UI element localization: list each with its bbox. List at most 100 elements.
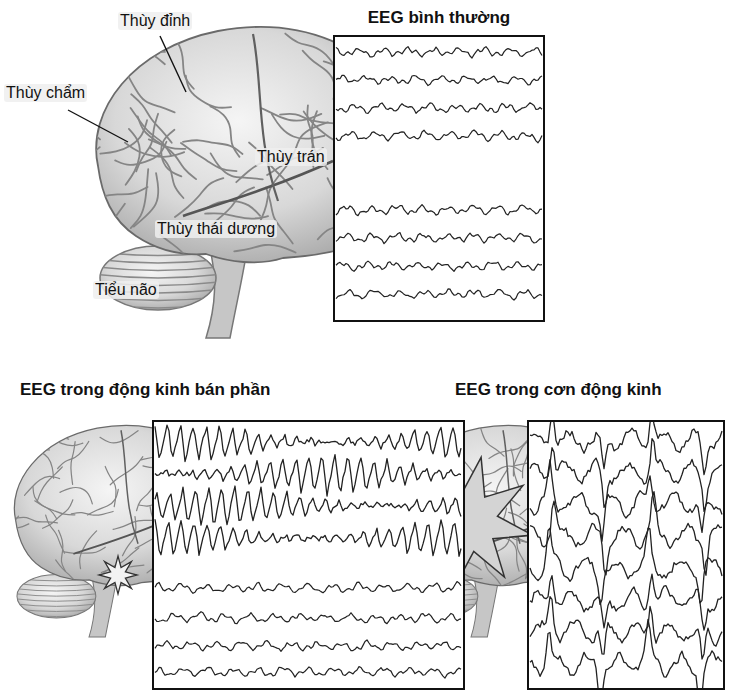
eeg-trace [155, 455, 461, 496]
cerebellum-fold [16, 584, 98, 586]
panel-heading: EEG trong động kinh bán phần [20, 380, 270, 400]
eeg-trace [336, 233, 542, 244]
gyrus-line [483, 466, 522, 475]
eeg-trace [155, 612, 461, 624]
gyrus-line [87, 187, 147, 203]
gyrus-line [16, 517, 57, 522]
gyrus-line [58, 441, 89, 468]
gyrus-line [71, 511, 113, 515]
gyrus-line [107, 39, 164, 65]
eeg-trace [336, 130, 542, 143]
gyrus-line [56, 560, 86, 591]
eeg-trace [530, 619, 722, 688]
eeg-trace [530, 597, 722, 659]
lobe-label: Thùy trán [255, 148, 327, 166]
cerebellum-fold [16, 614, 98, 616]
gyrus-line [0, 511, 29, 528]
gyrus-line [96, 185, 121, 237]
gyrus-line [285, 34, 335, 68]
cerebellum-fold [16, 589, 98, 591]
eeg-box [527, 420, 725, 690]
gyrus-line [261, 165, 288, 221]
leader-line [68, 110, 128, 142]
eeg-trace [336, 103, 542, 114]
gyrus-line [46, 515, 65, 553]
cerebellum-fold [16, 604, 98, 606]
cerebellum-fold [16, 594, 98, 596]
gyrus-line [30, 448, 54, 478]
gyrus-line [204, 201, 260, 216]
lobe-label: Thùy thái dương [155, 220, 277, 238]
gyrus-line [16, 450, 49, 471]
eeg-trace [155, 582, 461, 594]
gyrus-line [115, 142, 166, 165]
panel-heading: EEG bình thường [368, 8, 510, 28]
eeg-trace [530, 439, 722, 512]
seizure-focus-star [99, 556, 137, 594]
eeg-box [152, 420, 465, 690]
gyrus-line [46, 147, 100, 169]
lateral-fissure [183, 161, 333, 216]
gyrus-line [100, 431, 138, 443]
lobe-label: Tiểu não [93, 281, 159, 299]
eeg-trace [155, 640, 461, 651]
gyrus-line [37, 467, 62, 501]
eeg-trace [336, 261, 542, 271]
gyrus-line [150, 148, 183, 198]
cerebellum-fold [16, 609, 98, 611]
gyrus-line [128, 75, 175, 112]
cerebellum-fold [98, 305, 218, 309]
eeg-trace [530, 492, 722, 576]
lobe-label: Thùy đỉnh [118, 12, 192, 30]
eeg-panel: EEG bình thường [333, 6, 545, 322]
gyrus-line [9, 398, 32, 434]
gyrus-line [25, 476, 60, 495]
eeg-box [333, 35, 545, 322]
gyrus-line [131, 94, 172, 143]
cerebellum-fold [98, 275, 218, 279]
gyrus-line [170, 33, 194, 89]
gyrus-line [126, 129, 140, 185]
eeg-box-ground [527, 420, 725, 690]
gyrus-line [102, 45, 165, 52]
gyrus-line [234, 245, 295, 253]
gyrus-line [105, 467, 116, 507]
gyrus-line [0, 456, 22, 469]
gyrus-line [149, 139, 196, 179]
gyrus-line [33, 417, 68, 439]
gyrus-line [44, 432, 82, 446]
gyrus-line [517, 538, 527, 578]
gyrus-line [479, 423, 504, 456]
central-sulcus [253, 34, 278, 201]
cerebellum-fold [98, 260, 218, 264]
eeg-trace [155, 519, 461, 556]
eeg-trace [530, 528, 722, 604]
leader-line [160, 36, 186, 92]
gyrus-line [160, 235, 203, 281]
gyrus-line [11, 516, 19, 554]
eeg-panel: EEG trong động kinh bán phần [14, 378, 465, 690]
gyrus-line [161, 130, 181, 177]
eeg-trace [155, 667, 461, 678]
eeg-trace [155, 486, 461, 525]
gyrus-line [43, 500, 73, 528]
central-sulcus [121, 430, 138, 544]
gyrus-line [272, 114, 324, 138]
gyrus-line [33, 487, 57, 519]
eeg-trace [336, 205, 542, 216]
eeg-trace [155, 425, 461, 461]
gyrus-line [75, 204, 125, 234]
eeg-box-ground [333, 35, 545, 322]
gyrus-line [181, 143, 237, 171]
cerebellum-fold [16, 599, 98, 601]
eeg-box-ground [152, 420, 465, 690]
eeg-trace [336, 289, 542, 300]
gyrus-line [71, 442, 75, 485]
gyrus-line [12, 419, 35, 455]
cerebellum-fold [98, 267, 218, 271]
lobe-label: Thùy chẩm [4, 84, 87, 102]
gyrus-line [186, 76, 231, 108]
